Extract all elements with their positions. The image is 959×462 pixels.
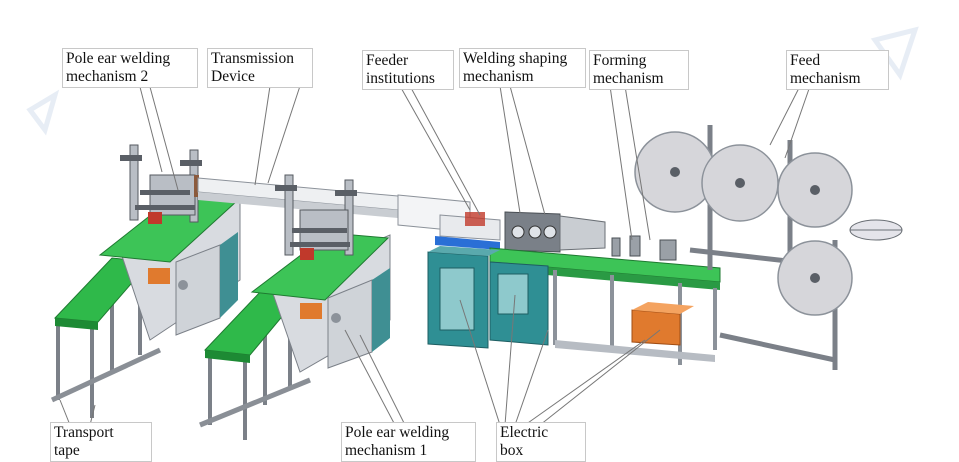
label-feed-mechanism: Feed mechanism: [786, 50, 889, 90]
left-unit: [50, 144, 241, 418]
label-forming-mechanism: Forming mechanism: [589, 50, 689, 90]
feed-mechanism: [634, 125, 903, 370]
label-transport-tape: Transport tape: [50, 422, 152, 462]
label-welding-shaping-mechanism: Welding shaping mechanism: [459, 48, 586, 88]
label-transmission-device: Transmission Device: [207, 48, 313, 88]
main-table: [427, 235, 721, 365]
feeder-and-welding: [397, 194, 606, 253]
middle-unit: [199, 174, 391, 440]
leader-lines: [59, 85, 811, 426]
label-electric-box: Electric box: [496, 422, 586, 462]
label-pole-ear-welding-2: Pole ear welding mechanism 2: [62, 48, 198, 88]
electric-box-orange: [631, 309, 681, 346]
label-feeder-institutions: Feeder institutions: [362, 50, 454, 90]
label-pole-ear-welding-1: Pole ear welding mechanism 1: [341, 422, 476, 462]
